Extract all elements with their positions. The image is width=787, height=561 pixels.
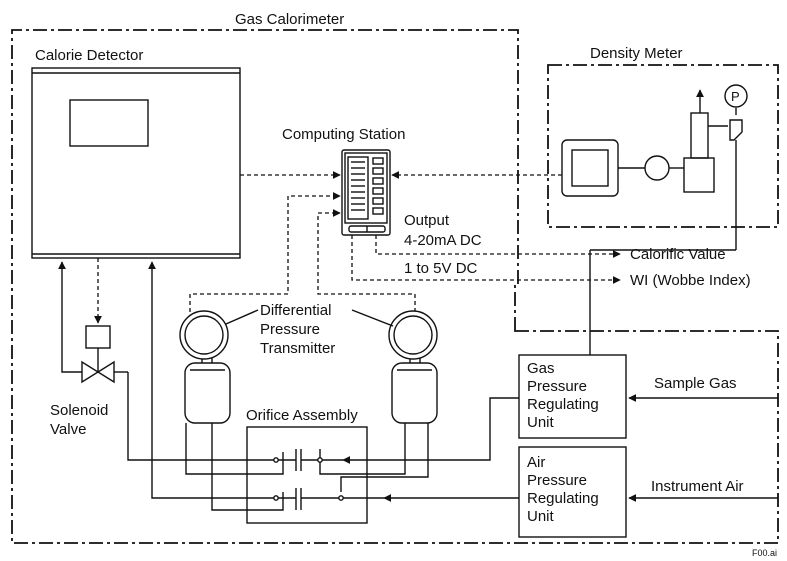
signal-dp-right-to-station [317, 209, 416, 312]
tap-2 [317, 457, 323, 463]
label-solenoid-2: Valve [50, 421, 86, 438]
air-line-orifice-to-detector [148, 261, 296, 499]
label-output-range-2: 1 to 5V DC [404, 260, 478, 277]
label-density-meter: Density Meter [590, 45, 683, 62]
tap-4 [338, 495, 344, 501]
solenoid-actuator [85, 325, 111, 349]
impulse-left-high [185, 423, 284, 475]
gas-pru-box [518, 354, 627, 439]
label-figure-id: F00.ai [752, 548, 777, 558]
density-meter-display-inner [571, 149, 609, 187]
density-meter-needle-valve [729, 119, 743, 141]
label-pressure-symbol: P [731, 89, 740, 104]
label-gas-pru-3: Regulating [527, 396, 599, 413]
label-gas-calorimeter: Gas Calorimeter [235, 11, 344, 28]
label-dp-transmitter-1: Differential [260, 302, 331, 319]
orifice-assembly-box [246, 426, 368, 524]
gas-line-orifice-to-detector [127, 372, 296, 461]
label-air-pru-2: Pressure [527, 472, 587, 489]
dp-transmitter-right [388, 310, 438, 424]
tap-3 [273, 495, 279, 501]
orifice-upper [295, 449, 302, 471]
calorie-detector-box [31, 67, 241, 259]
pressure-gauge [724, 84, 748, 108]
output-wobbe-line [351, 235, 621, 284]
gas-calorimeter-boundary [11, 29, 779, 544]
impulse-right-low [340, 423, 429, 492]
label-computing-station: Computing Station [282, 126, 405, 143]
gas-line-pru-to-orifice [342, 397, 519, 464]
signal-dp-left-to-station [189, 192, 341, 312]
solenoid-to-detector [58, 261, 82, 373]
density-meter-boundary [547, 64, 779, 228]
calorie-detector-display [69, 99, 149, 147]
label-wobbe-index: WI (Wobbe Index) [630, 272, 751, 289]
label-air-pru-1: Air [527, 454, 545, 471]
label-gas-pru-1: Gas [527, 360, 555, 377]
density-meter-column [690, 112, 709, 159]
label-dp-transmitter-2: Pressure [260, 321, 320, 338]
orifice-lower [295, 488, 302, 510]
impulse-left-low [211, 423, 284, 511]
label-output-range-1: 4-20mA DC [404, 232, 482, 249]
label-instrument-air: Instrument Air [651, 478, 744, 495]
label-orifice-assembly: Orifice Assembly [246, 407, 358, 424]
air-pru-box [518, 446, 627, 538]
dp-label-leader-right [351, 309, 394, 327]
label-sample-gas: Sample Gas [654, 375, 737, 392]
density-meter-vessel [683, 157, 715, 193]
label-gas-pru-2: Pressure [527, 378, 587, 395]
computing-station-device [341, 149, 391, 236]
label-solenoid-1: Solenoid [50, 402, 108, 419]
tap-1 [273, 457, 279, 463]
impulse-right-high [319, 423, 406, 475]
dp-transmitter-left [179, 310, 231, 424]
label-calorie-detector: Calorie Detector [35, 47, 143, 64]
label-air-pru-3: Regulating [527, 490, 599, 507]
label-gas-pru-4: Unit [527, 414, 555, 431]
density-meter-display-outer [561, 139, 619, 197]
label-calorific-value: Calorific Value [630, 246, 726, 263]
density-meter-sensor [644, 155, 670, 181]
label-air-pru-4: Unit [527, 508, 555, 525]
label-dp-transmitter-3: Transmitter [260, 340, 335, 357]
label-output: Output [404, 212, 450, 229]
dp-label-leader-left [225, 309, 259, 325]
